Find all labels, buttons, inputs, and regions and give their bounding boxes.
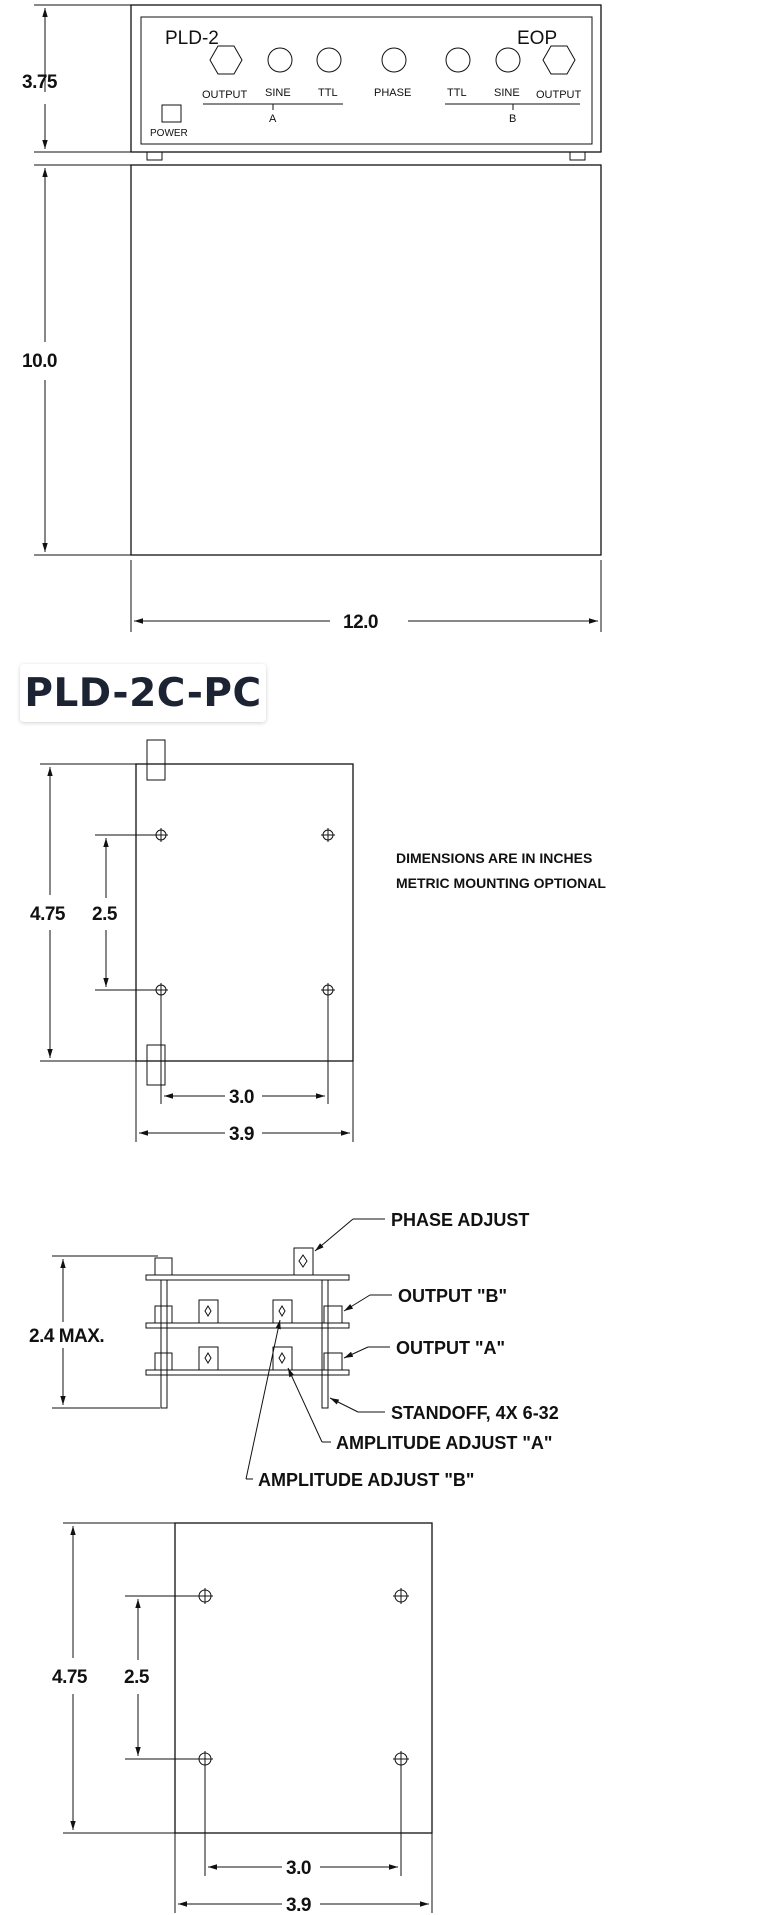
model-heading: PLD-2C-PC [20,664,266,722]
board-layer-top [145,1274,350,1281]
phase-label: PHASE [374,87,411,99]
board-layer-middle [145,1322,350,1329]
note-metric: METRIC MOUNTING OPTIONAL [396,875,606,891]
hole-horizontal-spacing-dim: 3.0 [229,1087,254,1108]
mounting-hole-icon [321,983,335,997]
hole-vertical-spacing-dim-bottom: 2.5 [124,1667,150,1688]
group-b-label: B [509,113,516,125]
amp-adjust-b-callout: AMPLITUDE ADJUST "B" [258,1470,474,1490]
board-top-view: 4.75 2.5 3.0 3.9 DIMENSIONS ARE IN INCHE… [30,739,606,1145]
note-units: DIMENSIONS ARE IN INCHES [396,850,592,866]
board-tab-top [146,739,166,781]
board-layer-bottom [145,1369,350,1376]
phase-adjust-pot-icon [293,1247,314,1276]
board-bottom-view: 4.75 2.5 3.0 3.9 [52,1522,433,1915]
terminal-block-icon [154,1257,173,1276]
depth-dim: 10.0 [22,351,57,372]
amp-b-pot-icon [272,1299,293,1324]
foot-left [146,151,163,161]
board-height-dim-bottom: 4.75 [52,1667,88,1688]
power-switch [161,104,182,123]
front-panel-outline [130,4,602,153]
panel-brand-label: EOP [517,28,557,49]
output-a-connector-side-icon [323,1352,343,1371]
sine-a-label: SINE [265,87,291,99]
stack-height-dim: 2.4 MAX. [29,1326,104,1347]
phase-adjust-callout: PHASE ADJUST [391,1210,529,1230]
power-label: POWER [150,128,188,139]
board-side-view: 2.4 MAX. PHASE ADJUST OUTPUT "B" OUTPUT … [29,1210,559,1490]
mounting-hole-icon [393,1588,409,1604]
terminal-block-icon [154,1352,173,1371]
ttl-b-knob-icon [445,47,471,73]
amp-pot-icon [198,1299,219,1324]
enclosure-body [130,164,602,556]
enclosure-top-view: 3.75 10.0 12.0 [22,4,602,633]
foot-right [569,151,586,161]
front-panel-view: PLD-2 EOP POWER OUTPUT SINE TTL A PHASE … [130,4,602,161]
hole-vertical-spacing-dim: 2.5 [92,904,118,925]
amp-adjust-a-callout: AMPLITUDE ADJUST "A" [336,1433,552,1453]
mounting-hole-icon [321,828,335,842]
output-b-connector-icon [542,45,576,75]
front-panel-inner [140,16,593,145]
board-tab-bottom [146,1044,166,1086]
terminal-block-icon [154,1305,173,1324]
board-outline-bottom [174,1522,433,1834]
standoff-left [160,1279,168,1409]
board-width-dim: 3.9 [229,1124,254,1145]
output-a-label: OUTPUT [202,89,248,101]
board-outline [135,763,354,1062]
output-b-connector-side-icon [323,1305,343,1324]
mounting-hole-icon [154,983,168,997]
sine-a-knob-icon [267,47,293,73]
board-width-dim-bottom: 3.9 [286,1895,311,1915]
width-dim: 12.0 [343,612,378,633]
panel-height-dim: 3.75 [22,72,58,93]
standoff-callout: STANDOFF, 4X 6-32 [391,1403,559,1423]
group-a-label: A [269,113,277,125]
panel-model-label: PLD-2 [165,28,219,49]
model-heading-text: PLD-2C-PC [24,670,262,716]
ttl-a-knob-icon [316,47,342,73]
ttl-a-label: TTL [318,87,338,99]
mounting-hole-icon [197,1588,213,1604]
mounting-hole-icon [393,1751,409,1767]
amp-pot-icon [198,1346,219,1371]
output-b-label: OUTPUT [536,89,582,101]
output-a-callout: OUTPUT "A" [396,1338,505,1358]
output-a-connector-icon [209,45,243,75]
amp-a-pot-icon [272,1346,293,1371]
sine-b-knob-icon [495,47,521,73]
mounting-hole-icon [154,828,168,842]
phase-knob-icon [381,47,407,73]
output-b-callout: OUTPUT "B" [398,1286,507,1306]
standoff-right [321,1279,329,1409]
ttl-b-label: TTL [447,87,467,99]
mounting-hole-icon [197,1751,213,1767]
board-height-dim: 4.75 [30,904,66,925]
sine-b-label: SINE [494,87,520,99]
hole-horizontal-spacing-dim-bottom: 3.0 [286,1858,311,1879]
